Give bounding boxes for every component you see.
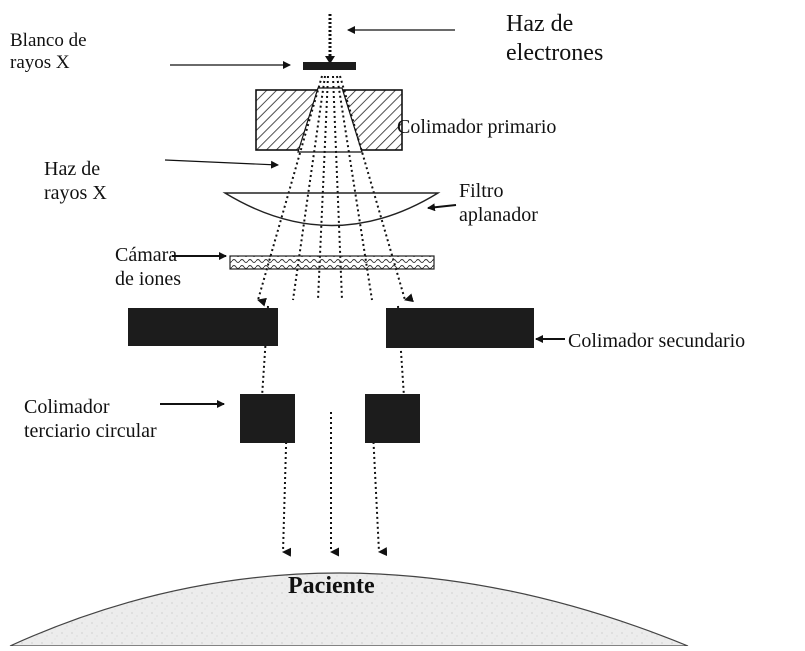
primary-collimator: [255, 87, 403, 153]
label-ion-chamber: Cámara de iones: [115, 244, 182, 290]
label-tertiary-collimator: Colimador terciario circular: [24, 396, 157, 442]
xray-target: [303, 62, 356, 70]
tertiary-collimator-left: [240, 394, 295, 443]
flattening-filter: [222, 192, 441, 227]
label-patient: Paciente: [288, 573, 375, 599]
ion-chamber: [229, 255, 435, 270]
label-electron-beam: Haz de electrones: [506, 11, 604, 67]
pointer-arrows: [160, 26, 565, 408]
tertiary-collimator-right: [365, 394, 420, 443]
electron-beam-arrowhead: [325, 56, 335, 64]
label-secondary-collimator: Colimador secundario: [568, 330, 746, 352]
label-primary-collimator: Colimador primario: [397, 116, 557, 138]
label-flattening-filter: Filtro aplanador: [459, 180, 538, 226]
secondary-collimator-right: [386, 308, 534, 348]
secondary-collimator-left: [128, 308, 278, 346]
label-xray-beam: Haz de rayos X: [44, 158, 107, 204]
patient-body: [9, 572, 689, 647]
label-xray-target: Blanco de rayos X: [10, 30, 87, 74]
